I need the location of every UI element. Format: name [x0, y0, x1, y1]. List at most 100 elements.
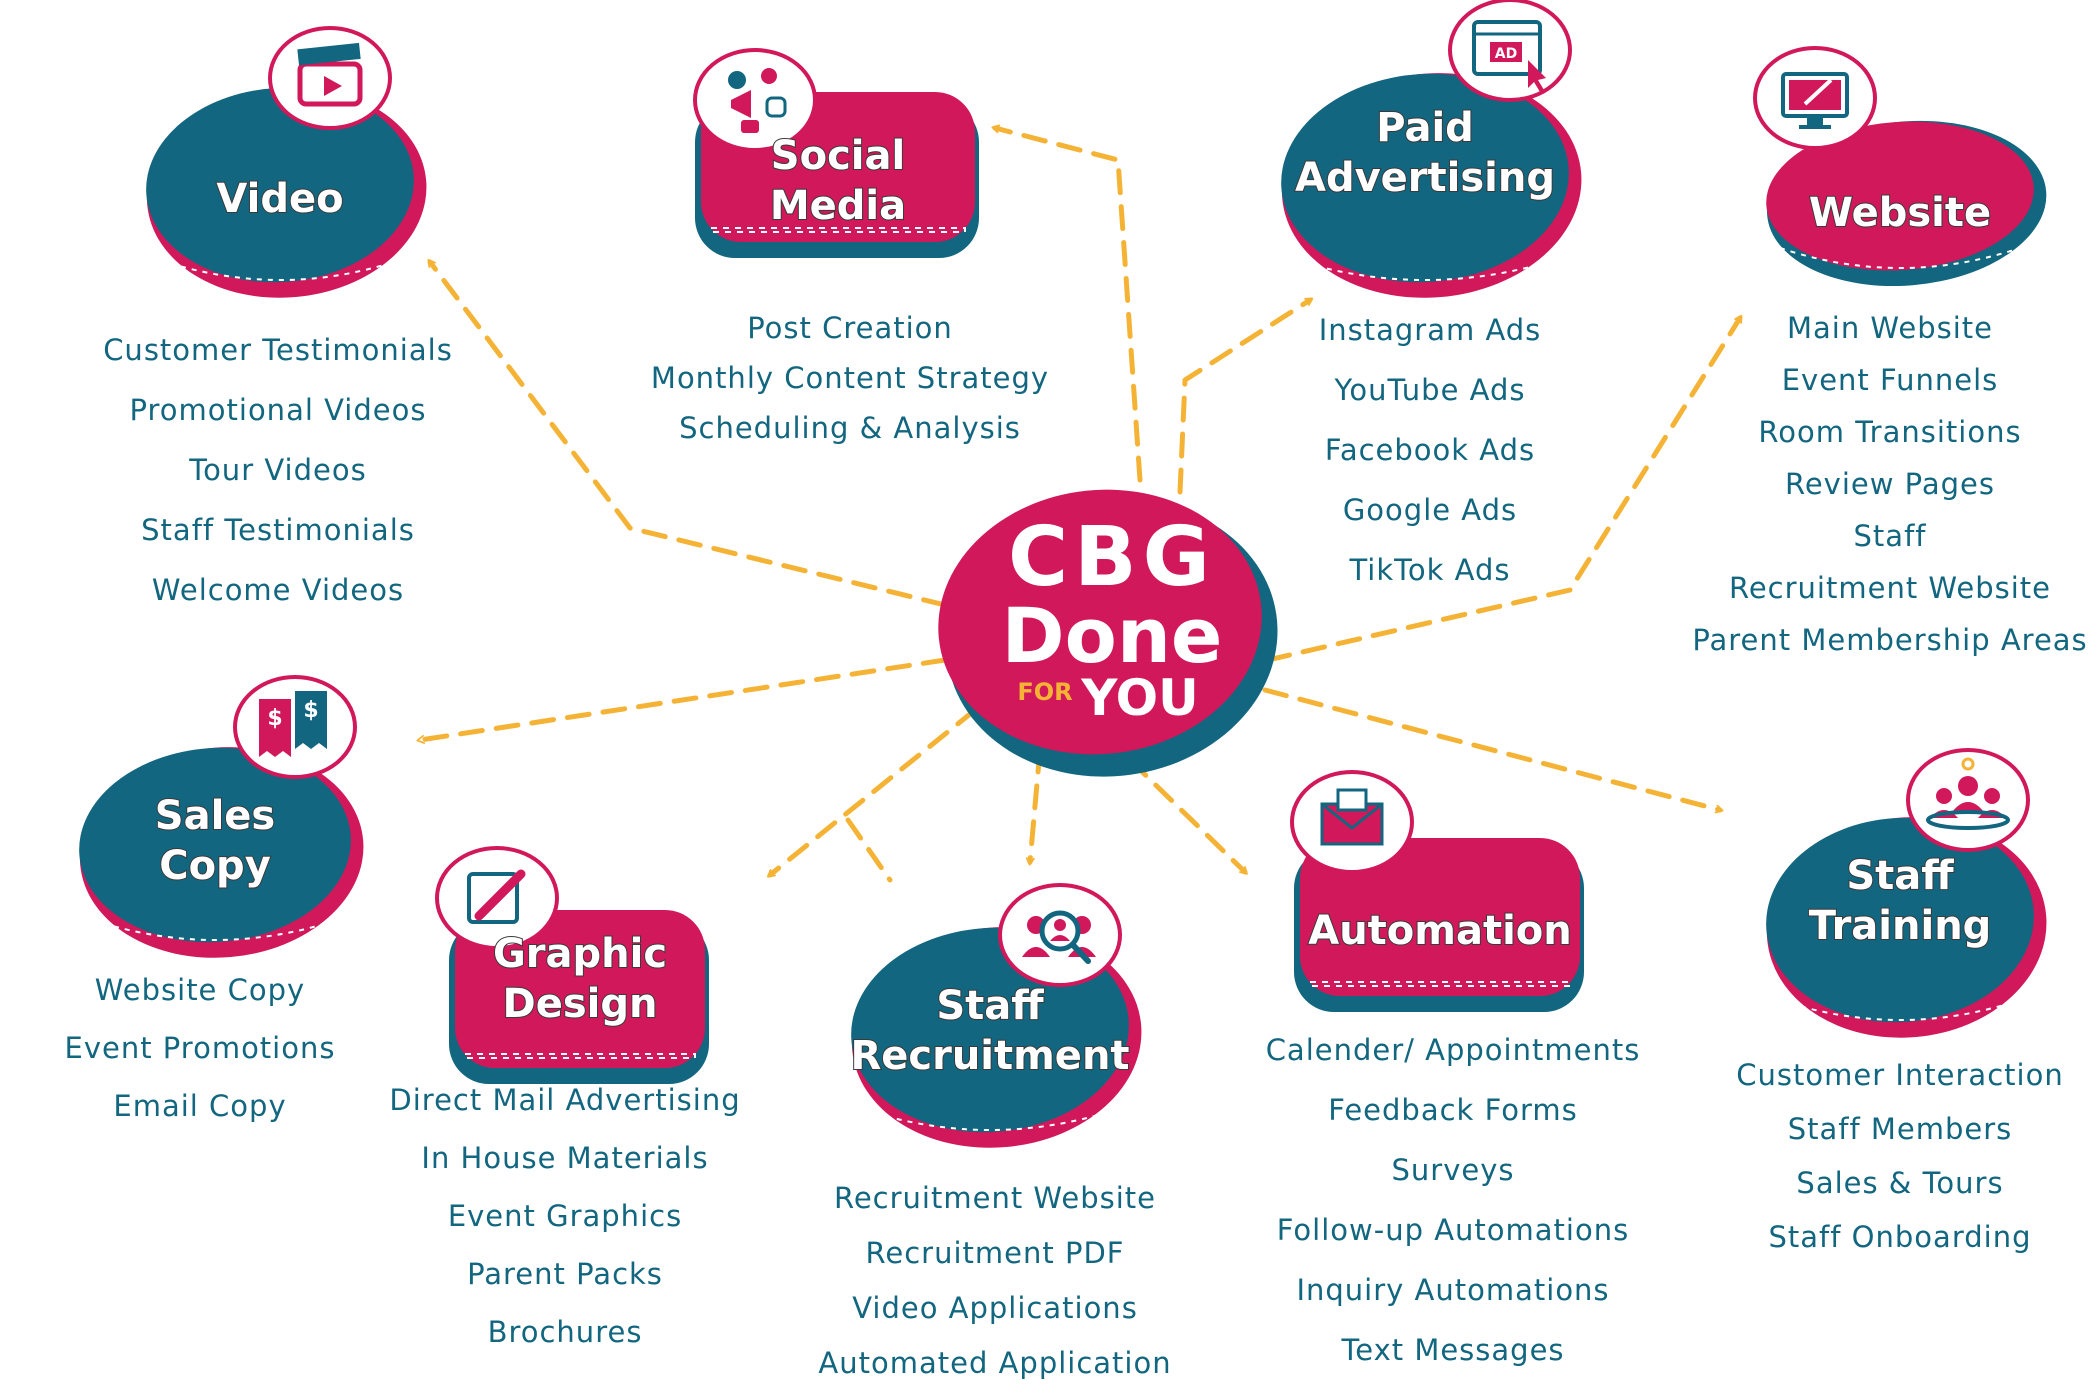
- node-item: Tour Videos: [188, 453, 366, 487]
- node-title: Media: [770, 183, 906, 229]
- node-item: Feedback Forms: [1328, 1093, 1577, 1127]
- node-blob: [455, 910, 705, 1068]
- node-item: Recruitment Website: [834, 1181, 1156, 1215]
- connector-arrow: [845, 817, 893, 883]
- node-title: Design: [503, 981, 658, 1027]
- node-item: Sales & Tours: [1796, 1166, 2003, 1200]
- node-item: Main Website: [1787, 311, 1993, 345]
- node-item: Direct Mail Advertising: [389, 1083, 740, 1117]
- node-item: Recruitment PDF: [866, 1236, 1125, 1270]
- node-item: TikTok Ads: [1348, 553, 1510, 587]
- node-item: Staff: [1854, 519, 1927, 553]
- node-title: Paid: [1376, 105, 1474, 151]
- node-blob: [1300, 838, 1580, 996]
- node-item: Customer Interaction: [1736, 1058, 2063, 1092]
- icon-bubble: [1753, 46, 1877, 150]
- team-icon: [1926, 757, 2010, 830]
- node-item: Instagram Ads: [1319, 313, 1542, 347]
- node-title: Automation: [1308, 908, 1572, 954]
- node-item: Staff Members: [1788, 1112, 2013, 1146]
- node-item: Welcome Videos: [152, 573, 404, 607]
- node-item: Automated Application: [818, 1346, 1171, 1380]
- node-title: Sales: [155, 793, 275, 839]
- clapperboard-icon: [297, 42, 363, 107]
- receipt-icon: $$: [259, 691, 327, 757]
- connector-arrow: [1177, 297, 1314, 495]
- svg-text:$: $: [267, 706, 282, 731]
- connector-arrow: [991, 124, 1143, 483]
- node-item: Room Transitions: [1758, 415, 2021, 449]
- node-item: YouTube Ads: [1334, 373, 1526, 407]
- node-title: Website: [1809, 190, 1991, 236]
- node-item: Event Promotions: [65, 1031, 336, 1065]
- node-item: Parent Membership Areas: [1692, 623, 2087, 657]
- node-title: Training: [1809, 903, 1992, 949]
- center-title-for: FOR: [1017, 678, 1072, 706]
- icon-bubble: $$: [233, 675, 357, 779]
- node-item: Promotional Videos: [130, 393, 427, 427]
- svg-text:AD: AD: [1495, 46, 1517, 62]
- connector-arrow: [1025, 747, 1043, 866]
- node-item: Staff Testimonials: [141, 513, 415, 547]
- node-item: Calender/ Appointments: [1266, 1033, 1641, 1067]
- icon-bubble: [435, 846, 559, 950]
- node-title: Graphic: [493, 931, 667, 977]
- center-title-you: YOU: [1080, 669, 1199, 727]
- node-item: Event Graphics: [448, 1199, 682, 1233]
- node-item: Post Creation: [747, 311, 953, 345]
- node-item: Inquiry Automations: [1296, 1273, 1609, 1307]
- connector-arrow: [416, 657, 948, 744]
- node-title: Staff: [936, 983, 1044, 1029]
- pen-edit-icon: [467, 869, 526, 924]
- node-title: Staff: [1846, 853, 1954, 899]
- node-title: Social: [771, 133, 905, 179]
- node-item: Staff Onboarding: [1769, 1220, 2032, 1254]
- node-item: Text Messages: [1340, 1333, 1564, 1367]
- node-item: Monthly Content Strategy: [651, 361, 1049, 395]
- node-blob: [1281, 73, 1569, 283]
- icon-bubble: [693, 48, 817, 152]
- svg-text:$: $: [303, 698, 318, 723]
- node-blob: [79, 747, 351, 943]
- recruit-search-icon: [1022, 910, 1096, 964]
- center-title-done: Done: [1002, 591, 1223, 680]
- social-media-icon: [728, 68, 787, 133]
- connector-arrow: [1127, 757, 1248, 875]
- node-item: Scheduling & Analysis: [679, 411, 1021, 445]
- node-item: Brochures: [488, 1315, 643, 1349]
- icon-bubble: [1906, 748, 2030, 852]
- node-item: Customer Testimonials: [103, 333, 453, 367]
- center-title-cbg: CBG: [1008, 510, 1216, 605]
- node-title: Recruitment: [850, 1033, 1129, 1079]
- node-item: Facebook Ads: [1325, 433, 1535, 467]
- connector-arrow: [427, 258, 948, 608]
- center-node: CBG Done FOR YOU: [938, 489, 1278, 777]
- node-blob: [1766, 817, 2034, 1023]
- node-item: In House Materials: [421, 1141, 708, 1175]
- node-item: Review Pages: [1785, 467, 1995, 501]
- node-item: Recruitment Website: [1729, 571, 2051, 605]
- ad-click-icon: AD: [1472, 20, 1546, 92]
- connector-arrow: [1262, 687, 1724, 814]
- mail-envelope-icon: [1320, 788, 1384, 846]
- node-item: Parent Packs: [467, 1257, 663, 1291]
- node-item: Google Ads: [1343, 493, 1517, 527]
- node-title: Video: [216, 176, 343, 222]
- node-title: Advertising: [1295, 155, 1555, 201]
- node-blob: [1766, 121, 2034, 271]
- icon-bubble: [998, 883, 1122, 987]
- icon-bubble: AD: [1448, 0, 1572, 102]
- connector-arrow: [1265, 314, 1743, 663]
- monitor-icon: [1781, 72, 1849, 129]
- node-item: Surveys: [1392, 1153, 1515, 1187]
